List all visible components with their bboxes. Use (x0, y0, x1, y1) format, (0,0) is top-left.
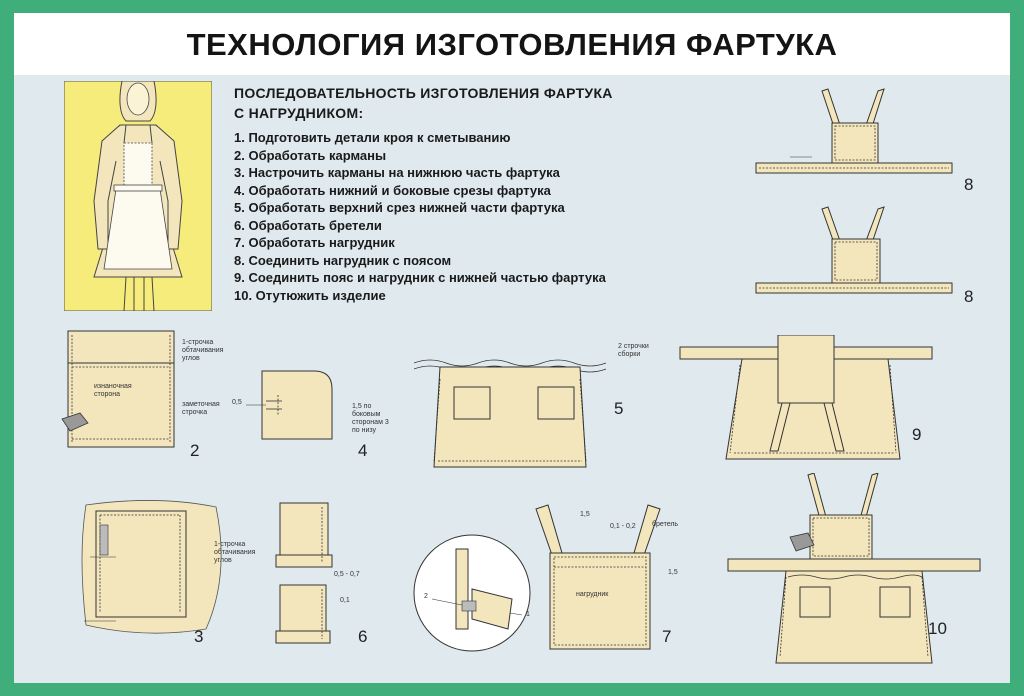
figure-number: 4 (358, 441, 368, 460)
annotation: бретель (652, 521, 679, 528)
figure-number: 5 (614, 399, 624, 418)
annotation: 2 строчки сборки (618, 343, 649, 358)
annotation: нагрудник (576, 591, 609, 598)
step-item: 1. Подготовить детали кроя к сметыванию (234, 130, 511, 145)
steps-list: 1. Подготовить детали кроя к сметыванию … (234, 129, 606, 304)
annotation: 0,5 - 0,7 (334, 571, 360, 578)
sequence-heading-line2: С НАГРУДНИКОМ: (234, 105, 364, 121)
step-item: 9. Соединить пояс и нагрудник с нижней ч… (234, 270, 606, 285)
annotation: 1,5 (668, 569, 678, 576)
figure-8b (755, 206, 953, 294)
sequence-heading: ПОСЛЕДОВАТЕЛЬНОСТЬ ИЗГОТОВЛЕНИЯ ФАРТУКА … (234, 83, 613, 123)
title-band (14, 13, 1010, 75)
step-item: 7. Обработать нагрудник (234, 235, 395, 250)
step-item: 2. Обработать карманы (234, 147, 387, 163)
step-item: 10. Отутюжить изделие (234, 287, 386, 303)
figure-number: 7 (662, 627, 672, 646)
page-title: ТЕХНОЛОГИЯ ИЗГОТОВЛЕНИЯ ФАРТУКА (186, 27, 838, 62)
figure-6 (275, 502, 333, 644)
figure-number: 8 (964, 287, 974, 306)
poster: ТЕХНОЛОГИЯ ИЗГОТОВЛЕНИЯ ФАРТУКА ПОСЛЕДОВ… (14, 13, 1010, 683)
annotation: 1,5 (580, 511, 590, 518)
annotation: 1,5 по боковым сторонам 3 по низу (352, 403, 389, 434)
step-item: 6. Обработать бретели (234, 217, 382, 233)
sequence-heading-line1: ПОСЛЕДОВАТЕЛЬНОСТЬ ИЗГОТОВЛЕНИЯ ФАРТУКА (234, 85, 613, 101)
step-item: 8. Соединить нагрудник с поясом (234, 252, 452, 268)
apron-illustration (64, 81, 212, 311)
figure-10 (727, 473, 981, 664)
figure-number: 6 (358, 627, 368, 646)
figure-number: 9 (912, 425, 922, 444)
step-item: 5. Обработать верхний срез нижней части … (234, 200, 565, 215)
annotation: изнаночная сторона (94, 383, 132, 398)
figure-9 (679, 335, 933, 460)
annotation: 0,1 (340, 597, 350, 604)
figure-number: 2 (190, 441, 200, 460)
step-item: 3. Настрочить карманы на нижнюю часть фа… (234, 165, 560, 180)
annotation: заметочная строчка (182, 401, 220, 416)
annotation: 2 (424, 593, 428, 600)
figure-number: 10 (928, 619, 947, 638)
annotation: 1 (526, 611, 530, 618)
figure-8a (755, 88, 953, 174)
annotation: 1-строчка обтачивания углов (214, 541, 256, 564)
annotation: 0,1 - 0,2 (610, 523, 636, 530)
annotation: 1-строчка обтачивания углов (182, 339, 224, 362)
figure-3 (81, 500, 222, 634)
step-item: 4. Обработать нижний и боковые срезы фар… (234, 182, 551, 198)
figure-number: 3 (194, 627, 204, 646)
figure-number: 8 (964, 175, 974, 194)
annotation: 0,5 (232, 399, 242, 406)
figure-4 (246, 370, 333, 440)
figure-7 (413, 504, 661, 652)
figure-5 (413, 359, 607, 468)
figure-2 (61, 330, 175, 448)
